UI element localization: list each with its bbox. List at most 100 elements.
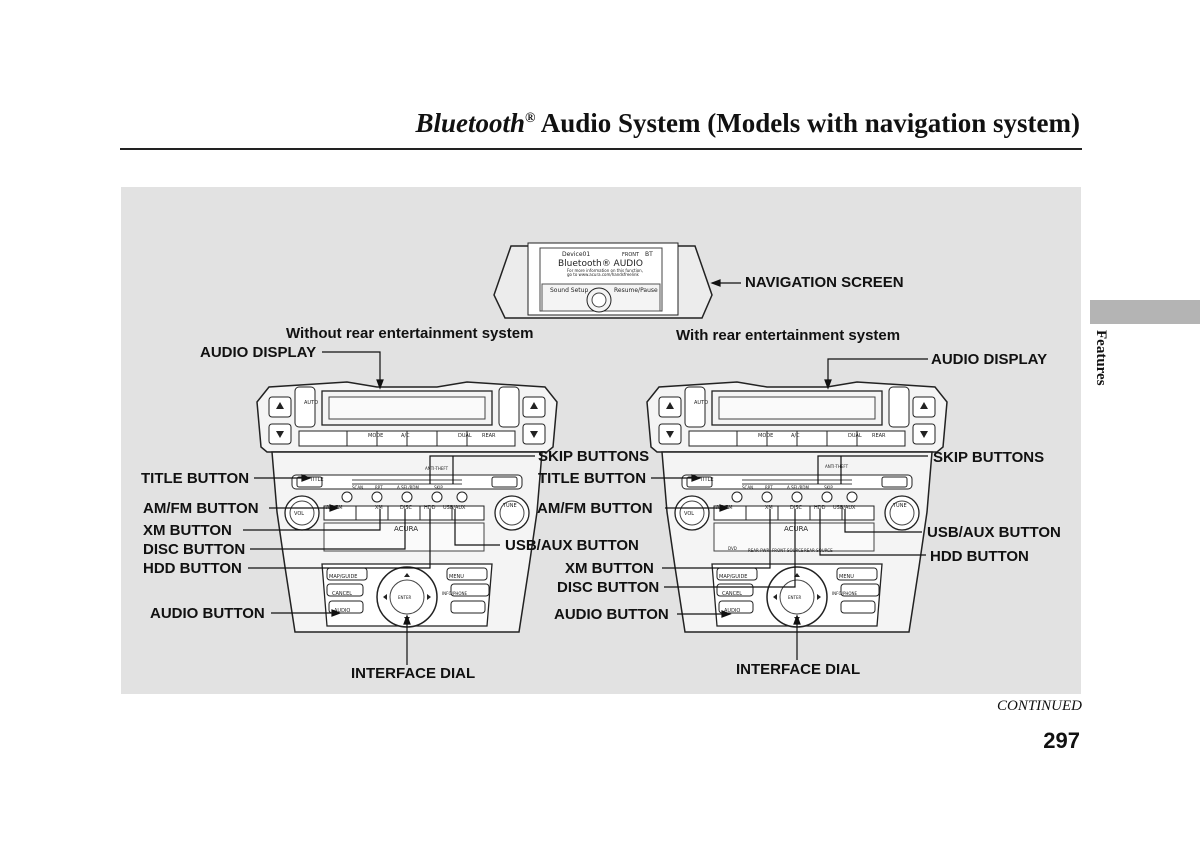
page-number: 297 — [1043, 728, 1080, 753]
left-dual-label: DUAL — [458, 433, 472, 439]
heading-with-rear: With rear entertainment system — [676, 327, 901, 344]
leader-right-usbaux — [844, 509, 922, 533]
arrow-navigation-screen — [710, 279, 721, 287]
leader-left-disc — [250, 509, 406, 550]
right-scan-label: SCAN — [742, 485, 753, 490]
page-title-rest: Audio System (Models with navigation sys… — [535, 108, 1080, 138]
left-label-title-button: TITLE BUTTON — [141, 470, 250, 487]
right-menu-label: MENU — [839, 574, 854, 580]
left-console-text: AUTO MODE A/C DUAL REAR TITLE ANTI-THEFT… — [294, 400, 517, 614]
arrow-right-title — [691, 474, 702, 482]
nav-note-2: go to www.acura.com/handsfreelink — [567, 272, 639, 277]
left-cancel-label: CANCEL — [332, 591, 352, 597]
nav-note-1: For more information on this function, — [567, 268, 643, 273]
left-mode-label: MODE — [368, 433, 383, 439]
left-infophone-label: INFO/PHONE — [442, 591, 468, 596]
right-dual-label: DUAL — [848, 433, 862, 439]
left-enter-label: ENTER — [398, 595, 411, 600]
leader-lines — [243, 279, 928, 665]
right-rpt-label: RPT — [765, 485, 773, 490]
left-title-label: TITLE — [309, 477, 324, 483]
right-label-usbaux-button: USB/AUX BUTTON — [927, 524, 1061, 541]
right-dvd-label: DVD — [728, 546, 737, 551]
leader-right-hdd — [819, 509, 926, 556]
right-auto-label: AUTO — [694, 400, 708, 406]
right-usbaux-label: USB/AUX — [833, 505, 856, 511]
section-tab-label: Features — [1093, 330, 1109, 386]
arrow-left-audio-display — [376, 379, 384, 390]
right-label-skip-buttons: SKIP BUTTONS — [933, 449, 1045, 466]
right-rearsource-label: REAR SOURCE — [804, 548, 833, 553]
right-cancel-label: CANCEL — [722, 591, 742, 597]
right-xm-label: XM — [765, 505, 773, 511]
left-rpt-label: RPT — [375, 485, 383, 490]
title-rule — [120, 148, 1082, 150]
right-vol-label: VOL — [684, 511, 694, 517]
left-antitheft-label: ANTI-THEFT — [425, 466, 449, 471]
left-brand-label: ACURA — [394, 525, 418, 533]
right-label-audio-button: AUDIO BUTTON — [554, 606, 669, 623]
right-label-title-button: TITLE BUTTON — [538, 470, 647, 487]
left-label-hdd-button: HDD BUTTON — [143, 560, 242, 577]
leader-right-xm — [662, 509, 771, 569]
right-rear-label: REAR — [872, 433, 886, 439]
arrow-right-audio-display — [824, 379, 832, 390]
leader-right-skip — [817, 455, 928, 484]
left-disc-label: DISC — [400, 505, 412, 511]
page-title-italic: Bluetooth — [415, 108, 525, 138]
left-ac-label: A/C — [401, 433, 410, 439]
left-label-audio-button: AUDIO BUTTON — [150, 605, 265, 622]
right-infophone-label: INFO/PHONE — [832, 591, 858, 596]
page-title: Bluetooth® Audio System (Models with nav… — [415, 108, 1080, 139]
right-asel-label: A.SEL/RDM — [787, 485, 809, 490]
leader-left-usbaux — [454, 509, 500, 546]
right-antitheft-label: ANTI-THEFT — [825, 464, 849, 469]
left-label-amfm-button: AM/FM BUTTON — [143, 500, 259, 517]
left-rear-label: REAR — [482, 433, 496, 439]
leader-left-xm — [243, 509, 381, 531]
left-audio-label: AUDIO — [334, 608, 350, 614]
continued-note: CONTINUED — [996, 698, 1082, 714]
right-ac-label: A/C — [791, 433, 800, 439]
arrow-left-interface-dial — [403, 614, 411, 625]
left-skip-label: SKIP — [434, 485, 443, 490]
right-rearpwr-label: REAR PWR — [748, 548, 769, 553]
right-mode-label: MODE — [758, 433, 773, 439]
right-title-label: TITLE — [699, 477, 714, 483]
left-auto-label: AUTO — [304, 400, 318, 406]
arrow-left-amfm — [329, 504, 340, 512]
arrow-left-audio — [331, 609, 342, 617]
leader-right-disc — [664, 509, 796, 588]
right-label-xm-button: XM BUTTON — [565, 560, 654, 577]
nav-resume-pause: Resume/Pause — [614, 287, 658, 294]
left-label-skip-buttons: SKIP BUTTONS — [538, 448, 650, 465]
nav-front-tag: FRONT — [622, 252, 640, 258]
right-label-amfm-button: AM/FM BUTTON — [537, 500, 653, 517]
right-label-disc-button: DISC BUTTON — [557, 579, 660, 596]
leader-left-skip — [429, 455, 535, 484]
arrow-left-title — [301, 474, 312, 482]
left-label-interface-dial: INTERFACE DIAL — [351, 665, 476, 682]
left-tune-label: TUNE — [502, 503, 517, 509]
leader-left-hdd — [248, 509, 431, 569]
registered-mark: ® — [525, 111, 536, 126]
right-disc-label: DISC — [790, 505, 802, 511]
left-vol-label: VOL — [294, 511, 304, 517]
right-audio-label: AUDIO — [724, 608, 740, 614]
right-hdd-label: HDD — [814, 505, 826, 511]
nav-bt-tag: BT — [645, 251, 653, 258]
heading-without-rear: Without rear entertainment system — [286, 325, 534, 342]
right-skip-label: SKIP — [824, 485, 833, 490]
leader-right-audio-display — [827, 358, 928, 384]
left-label-xm-button: XM BUTTON — [143, 522, 232, 539]
arrow-right-audio — [721, 610, 732, 618]
left-label-usbaux-button: USB/AUX BUTTON — [505, 537, 639, 554]
right-frontsource-label: FRONT SOURCE — [772, 548, 804, 553]
right-mapguide-label: MAP/GUIDE — [719, 574, 747, 580]
right-label-hdd-button: HDD BUTTON — [930, 548, 1029, 565]
arrow-right-amfm — [719, 504, 730, 512]
nav-source: Bluetooth® AUDIO — [558, 259, 643, 269]
right-tune-label: TUNE — [892, 503, 907, 509]
left-label-disc-button: DISC BUTTON — [143, 541, 246, 558]
